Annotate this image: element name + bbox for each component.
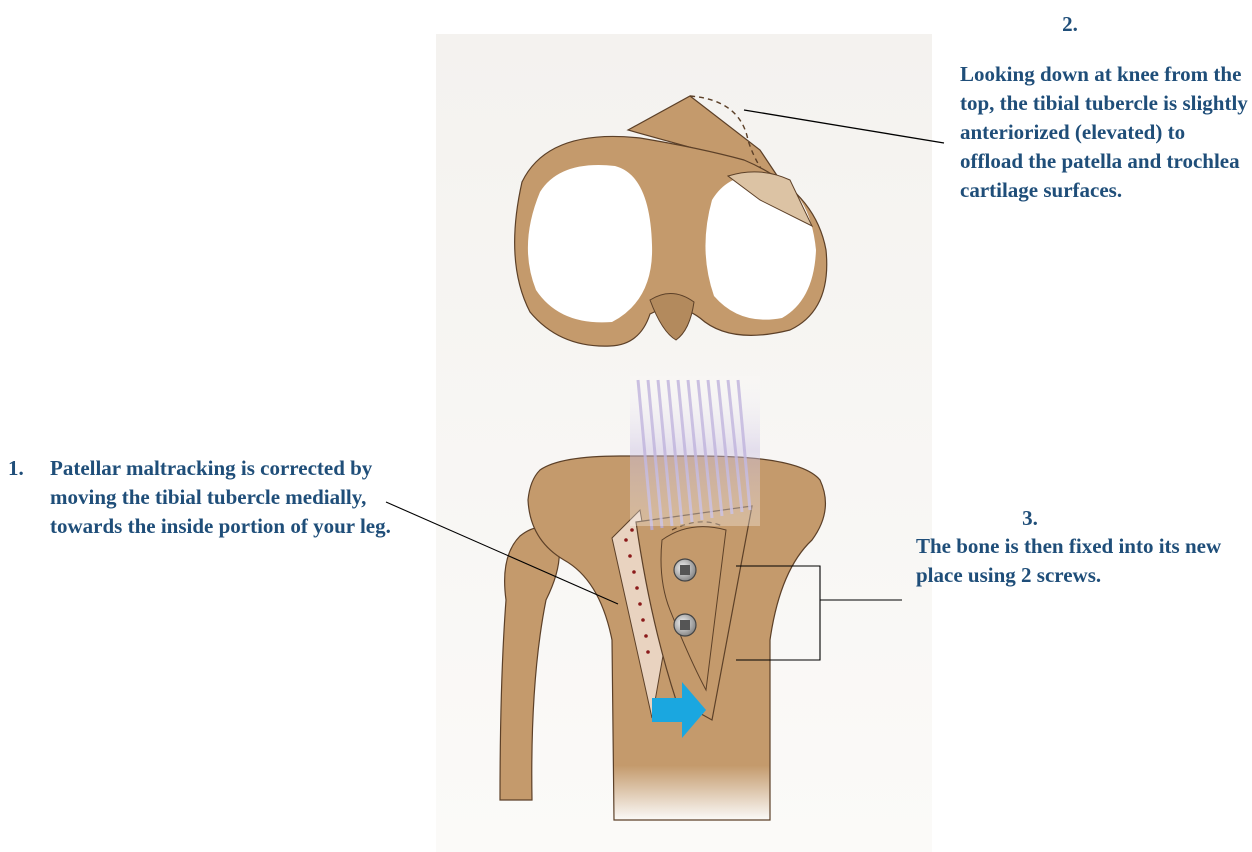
step-3-caption: The bone is then fixed into its new plac… — [916, 532, 1252, 590]
screw-icon — [674, 559, 696, 581]
screw-icon — [674, 614, 696, 636]
step-2-number: 2. — [1040, 10, 1100, 39]
step-2-caption: Looking down at knee from the top, the t… — [960, 60, 1250, 205]
medial-cartilage — [528, 165, 652, 322]
step-1-number: 1. — [8, 454, 24, 483]
step-3-number: 3. — [1000, 504, 1060, 533]
step-1-caption: Patellar maltracking is corrected by mov… — [50, 454, 410, 541]
